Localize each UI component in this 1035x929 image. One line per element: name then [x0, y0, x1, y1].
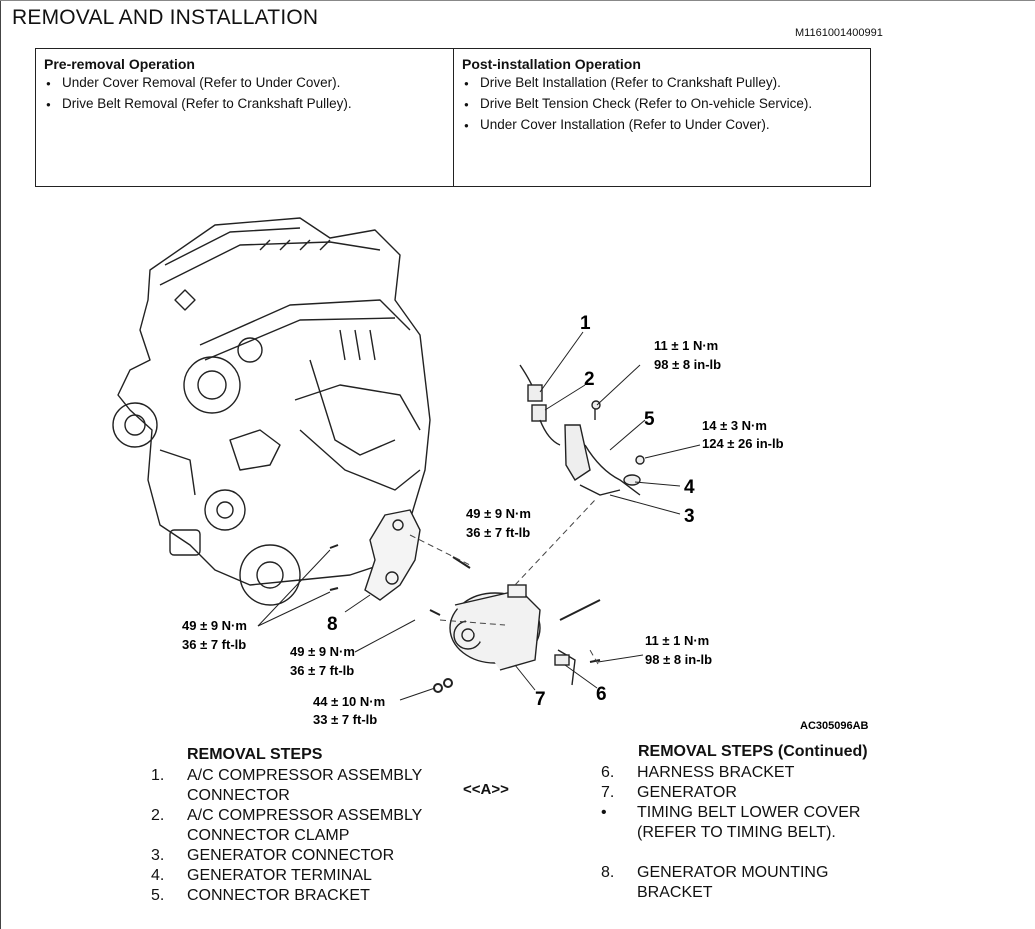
step-number: 7.: [601, 784, 615, 801]
torque-label: 49 ± 9 N·m: [182, 618, 247, 633]
step-number: 5.: [151, 887, 165, 904]
removal-step: 2. A/C COMPRESSOR ASSEMBLY CONNECTOR CLA…: [151, 806, 452, 846]
harness-illustration: [519, 364, 645, 686]
step-number: 1.: [151, 767, 165, 784]
callout-7: 7: [535, 689, 546, 710]
callout-3: 3: [684, 506, 695, 527]
torque-label: 36 ± 7 ft-lb: [182, 637, 246, 652]
post-installation-heading: Post-installation Operation: [462, 56, 641, 72]
removal-step: 7. GENERATOR: [601, 783, 917, 803]
callout-6: 6: [596, 684, 607, 705]
callout-8: 8: [327, 614, 338, 635]
step-text: HARNESS BRACKET: [637, 764, 795, 781]
removal-step: 4. GENERATOR TERMINAL: [151, 866, 467, 886]
step-number: 8.: [601, 864, 615, 881]
torque-label: 49 ± 9 N·m: [466, 506, 531, 521]
callout-1: 1: [580, 313, 591, 334]
step-number: 6.: [601, 764, 615, 781]
step-text: TIMING BELT LOWER COVER (REFER TO TIMING…: [637, 804, 861, 841]
step-text: CONNECTOR BRACKET: [187, 887, 370, 904]
step-text: GENERATOR MOUNTING BRACKET: [637, 864, 829, 901]
page-title: REMOVAL AND INSTALLATION: [12, 6, 319, 29]
torque-label: 98 ± 8 in-lb: [654, 357, 721, 372]
torque-label: 33 ± 7 ft-lb: [313, 712, 377, 727]
step-text: GENERATOR CONNECTOR: [187, 847, 395, 864]
assembly-lines: [409, 499, 599, 665]
step-text: A/C COMPRESSOR ASSEMBLY CONNECTOR: [187, 767, 423, 804]
engine-illustration: [112, 217, 431, 606]
torque-label: 36 ± 7 ft-lb: [290, 663, 354, 678]
step-text: A/C COMPRESSOR ASSEMBLY CONNECTOR CLAMP: [187, 807, 423, 844]
step-bullet: •: [601, 804, 607, 821]
post-installation-item: Drive Belt Installation (Refer to Cranks…: [462, 74, 862, 92]
document-id: M1161001400991: [795, 27, 883, 39]
operations-table: Pre-removal Operation Under Cover Remova…: [35, 48, 871, 187]
callout-4: 4: [684, 477, 695, 498]
removal-step: 1. A/C COMPRESSOR ASSEMBLY CONNECTOR: [151, 766, 452, 806]
removal-steps-heading: REMOVAL STEPS: [187, 746, 323, 763]
pre-removal-item: Drive Belt Removal (Refer to Crankshaft …: [44, 95, 362, 113]
torque-label: 98 ± 8 in-lb: [645, 652, 712, 667]
removal-step: 6. HARNESS BRACKET: [601, 763, 917, 783]
post-installation-item: Under Cover Installation (Refer to Under…: [462, 116, 862, 134]
torque-label: 11 ± 1 N·m: [645, 633, 709, 648]
removal-steps-continued-heading: REMOVAL STEPS (Continued): [638, 743, 868, 760]
bolts: [329, 544, 601, 693]
torque-label: 14 ± 3 N·m: [702, 418, 767, 433]
callout-2: 2: [584, 369, 595, 390]
page-border-left: [0, 0, 1, 929]
generator-illustration: [449, 584, 541, 671]
page-border-top: [0, 0, 1035, 1]
removal-step: 5. CONNECTOR BRACKET: [151, 886, 467, 906]
torque-label: 124 ± 26 in-lb: [702, 436, 784, 451]
step-text: GENERATOR: [637, 784, 737, 801]
step-number: 3.: [151, 847, 165, 864]
post-installation-item: Drive Belt Tension Check (Refer to On-ve…: [462, 95, 862, 113]
pre-removal-list: Under Cover Removal (Refer to Under Cove…: [44, 74, 445, 113]
post-installation-list: Drive Belt Installation (Refer to Cranks…: [462, 74, 862, 134]
post-installation-column: Post-installation Operation Drive Belt I…: [454, 49, 870, 186]
torque-label: 36 ± 7 ft-lb: [466, 525, 530, 540]
torque-label: 11 ± 1 N·m: [654, 338, 718, 353]
figure-id: AC305096AB: [800, 720, 869, 732]
pre-removal-item: Under Cover Removal (Refer to Under Cove…: [44, 74, 445, 92]
step-number: 2.: [151, 807, 165, 824]
pre-removal-heading: Pre-removal Operation: [44, 56, 195, 72]
torque-label: 49 ± 9 N·m: [290, 644, 355, 659]
generator-mounting-bracket: [364, 509, 421, 601]
leader-lines: [257, 331, 701, 701]
removal-step: 3. GENERATOR CONNECTOR: [151, 846, 467, 866]
torque-label: 44 ± 10 N·m: [313, 694, 385, 709]
step-number: 4.: [151, 867, 165, 884]
reference-mark: <<A>>: [463, 781, 509, 798]
exploded-diagram: 1 2 5 4 3 8 7 6 11 ± 1 N·m 98 ± 8 in-lb …: [112, 217, 869, 732]
callout-5: 5: [644, 409, 655, 430]
removal-step: 8. GENERATOR MOUNTING BRACKET: [601, 863, 852, 903]
step-text: GENERATOR TERMINAL: [187, 867, 372, 884]
pre-removal-column: Pre-removal Operation Under Cover Remova…: [36, 49, 454, 186]
removal-step: • TIMING BELT LOWER COVER (REFER TO TIMI…: [601, 803, 887, 843]
